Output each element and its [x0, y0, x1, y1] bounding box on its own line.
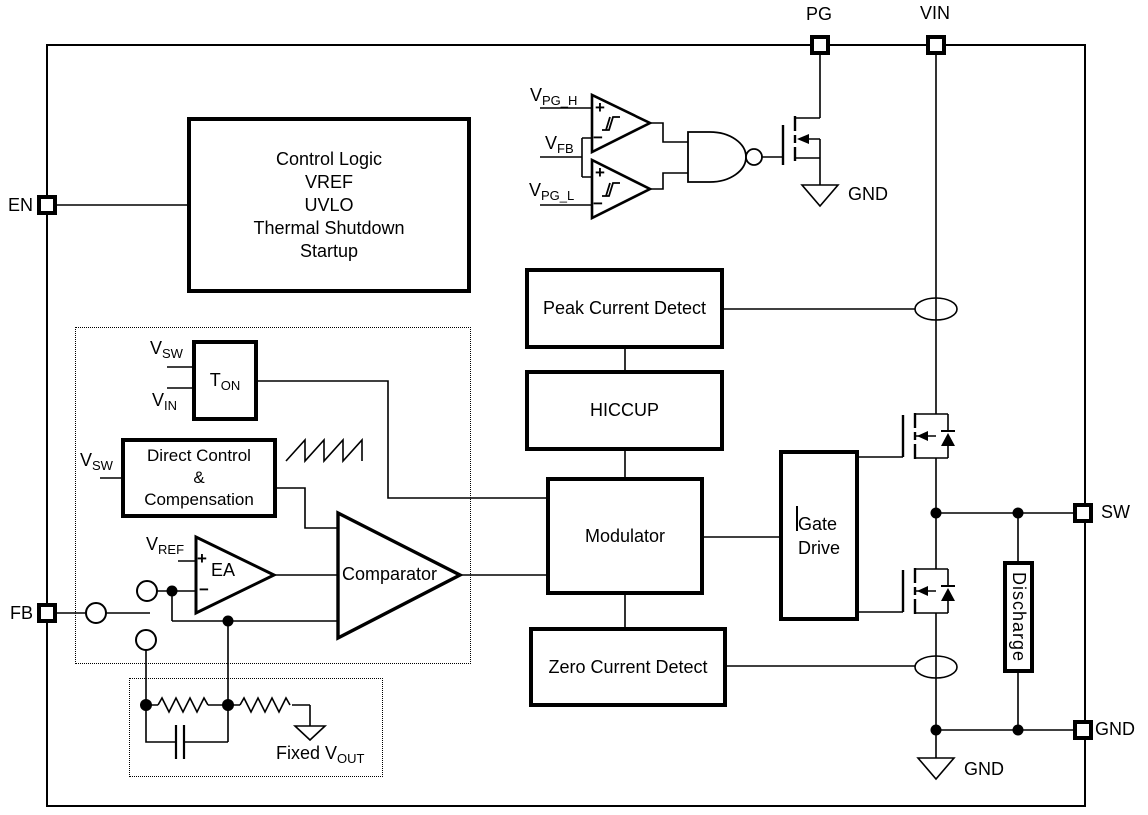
chip-outline [46, 44, 1086, 807]
fb-to-ea-wire [157, 590, 338, 705]
pin-label-sw: SW [1101, 502, 1130, 522]
zero-current-sense-icon [914, 655, 958, 679]
plus-mark: + [595, 163, 605, 182]
label-vpgl: VPG_L [529, 180, 575, 204]
capacitor-plates [174, 725, 186, 759]
ton-output-wire [258, 380, 546, 499]
hysteresis-icon [602, 116, 620, 131]
control-logic-block: Control Logic VREF UVLO Thermal Shutdown… [187, 117, 471, 293]
plus-mark: + [595, 98, 605, 117]
gate-drive-block: Gate Drive [779, 450, 859, 621]
body-diode-icon [941, 433, 955, 446]
discharge-block: Discharge [1003, 561, 1034, 673]
comparator-to-nand-wires [650, 122, 688, 190]
hysteresis-icon [602, 182, 620, 197]
body-arrow-icon [917, 431, 928, 441]
pin-sw [1073, 503, 1093, 523]
hysteresis-icons [602, 116, 620, 197]
pin-fb [37, 603, 57, 623]
pin-vin [926, 35, 946, 55]
label-vpgh: VPG_H [530, 85, 578, 109]
comparator-label: Comparator [342, 564, 438, 584]
label-vsw-dcc: VSW [80, 450, 113, 474]
cursor-artifact [796, 506, 798, 531]
body-arrow-icon [917, 586, 928, 596]
nand-gate-symbol [687, 131, 747, 183]
ton-input-wires [167, 366, 192, 389]
pin-label-pg: PG [806, 4, 833, 24]
ton-block: TON [192, 340, 258, 421]
ton-label: TON [209, 369, 241, 393]
pin-label-vin: VIN [920, 3, 951, 23]
label-vfb: VFB [545, 133, 574, 157]
plus-mark: + [197, 549, 207, 568]
label-vin-ton: VIN [152, 390, 178, 414]
pg-drain-wire [795, 55, 821, 119]
nand-bubble [745, 148, 763, 166]
error-amp-label: EA [211, 560, 236, 580]
resistor-bottom [239, 696, 291, 714]
dcc-output-wire [277, 487, 338, 529]
fb-switch-pole [85, 602, 107, 624]
low-side-mosfet [901, 568, 955, 614]
sawtooth-waveform [285, 437, 363, 464]
vfb-wire [540, 137, 592, 178]
hiccup-block: HICCUP [525, 370, 724, 451]
resistor-top [157, 696, 209, 714]
divider-ground-icon [292, 725, 328, 742]
peak-current-sense-icon [914, 297, 958, 321]
peak-current-detect-block: Peak Current Detect [525, 268, 724, 349]
ground-symbols [292, 184, 956, 781]
pin-label-en: EN [7, 195, 33, 215]
pin-label-gnd: GND [1095, 719, 1135, 739]
pin-gnd [1073, 720, 1093, 740]
label-vref: VREF [146, 534, 185, 558]
body-arrow-icon [797, 134, 809, 144]
fixed-output-divider-dotted-box [129, 678, 383, 777]
switch-contacts [85, 580, 158, 651]
pg-high-comparator-symbol [590, 92, 653, 155]
minus-mark: − [199, 580, 209, 599]
minus-mark: − [593, 194, 603, 213]
pin-en [37, 195, 57, 215]
comparator-symbol [336, 510, 464, 641]
gatedrive-gate-wires [859, 456, 903, 613]
direct-control-block: Direct Control & Compensation [121, 438, 277, 518]
pg-mosfet [781, 116, 809, 165]
pg-ground-icon [800, 184, 840, 208]
mosfets [781, 116, 955, 614]
modulator-block: Modulator [546, 477, 704, 595]
zero-current-detect-block: Zero Current Detect [529, 627, 727, 707]
pg-low-comparator-symbol [590, 157, 653, 221]
body-diode-icon [941, 588, 955, 601]
pg-source-wire [795, 138, 821, 185]
control-loop-dotted-box [75, 327, 471, 664]
error-amp-symbol [194, 534, 278, 616]
minus-mark: − [593, 128, 603, 147]
power-gnd-label: GND [964, 759, 1004, 779]
high-side-mosfet [901, 413, 955, 459]
fb-switch-throw-direct [136, 580, 158, 602]
amplifier-symbols [194, 92, 763, 641]
capacitor-wire [145, 705, 229, 743]
pin-pg [810, 35, 830, 55]
label-vsw-ton: VSW [150, 338, 183, 362]
junction-dots [140, 507, 1024, 736]
pg-gnd-label: GND [848, 184, 888, 204]
power-ground-icon [916, 757, 956, 781]
fixed-vout-label: Fixed VOUT [276, 743, 365, 767]
fb-switch-throw-divider [135, 629, 157, 651]
pin-label-fb: FB [9, 603, 33, 623]
